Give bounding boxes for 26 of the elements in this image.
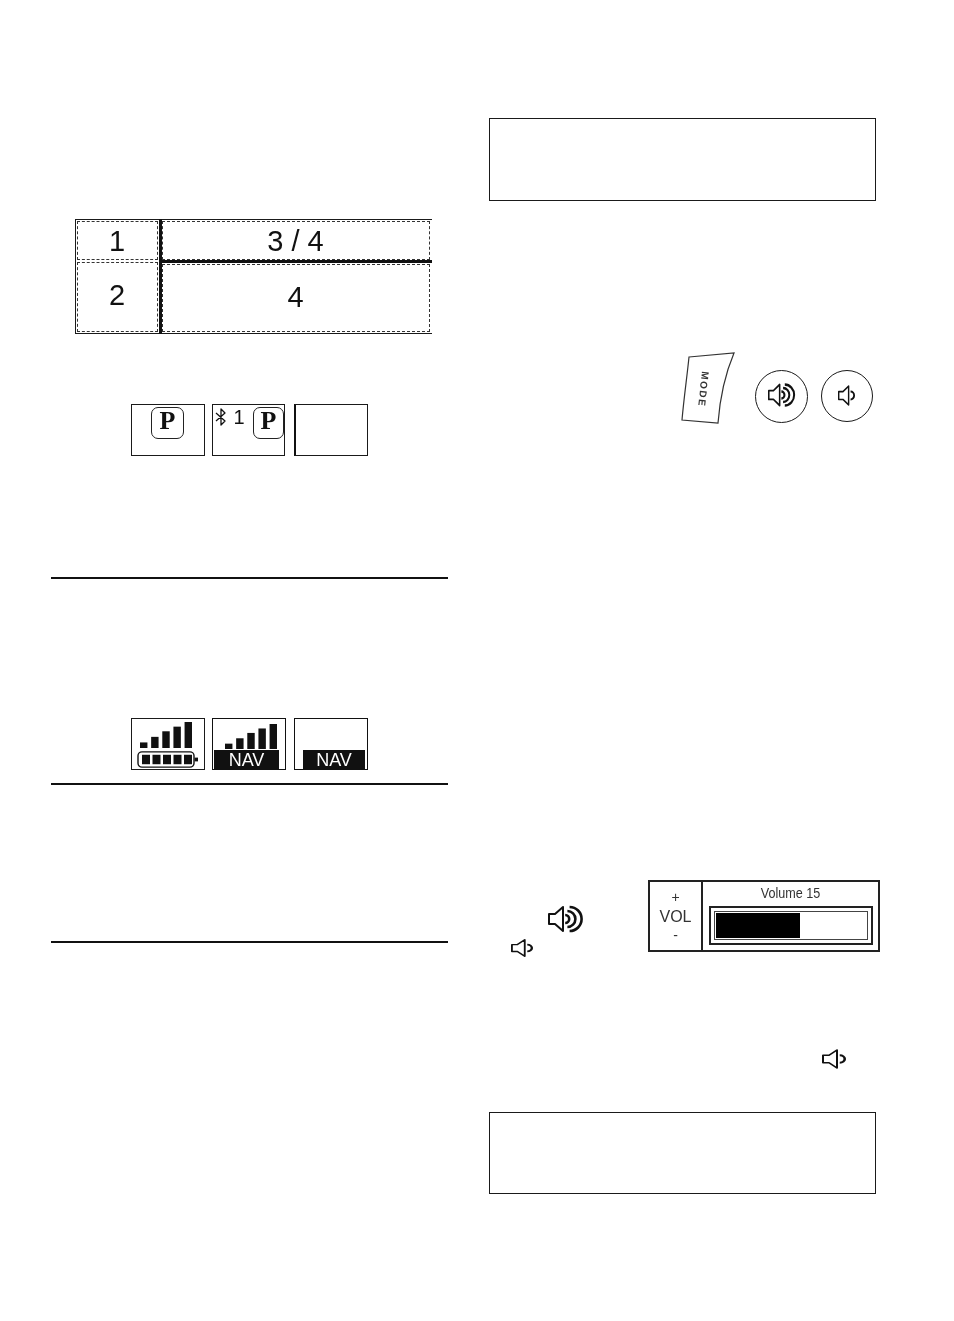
status-indicator-box	[131, 718, 205, 770]
note-frame	[489, 118, 876, 201]
display-zone	[77, 221, 158, 260]
zone-number: 4	[286, 283, 305, 313]
mode-button: MODE	[680, 352, 736, 424]
minus-sign: -	[672, 928, 679, 942]
volume-display	[648, 880, 880, 952]
note-frame	[489, 1112, 876, 1194]
display-zone	[77, 262, 158, 332]
zone-number: 1	[107, 227, 127, 257]
zone-number: 3 / 4	[266, 227, 325, 257]
zone-number: 2	[107, 281, 127, 311]
display-layout-frame	[75, 219, 432, 334]
plus-sign: +	[670, 890, 681, 904]
status-indicator-box	[212, 718, 286, 770]
status-indicator-box	[131, 404, 205, 456]
status-indicator-box	[294, 718, 368, 770]
nav-label: NAV	[214, 750, 279, 769]
status-indicator-box	[294, 404, 368, 456]
p-indicator: P	[253, 407, 284, 439]
p-indicator: P	[151, 407, 184, 439]
device-number: 1	[233, 407, 245, 427]
vol-label: VOL	[658, 909, 693, 925]
nav-label: NAV	[303, 750, 365, 769]
volume-level-text: Volume 15	[759, 886, 822, 902]
status-indicator-box	[212, 404, 285, 456]
